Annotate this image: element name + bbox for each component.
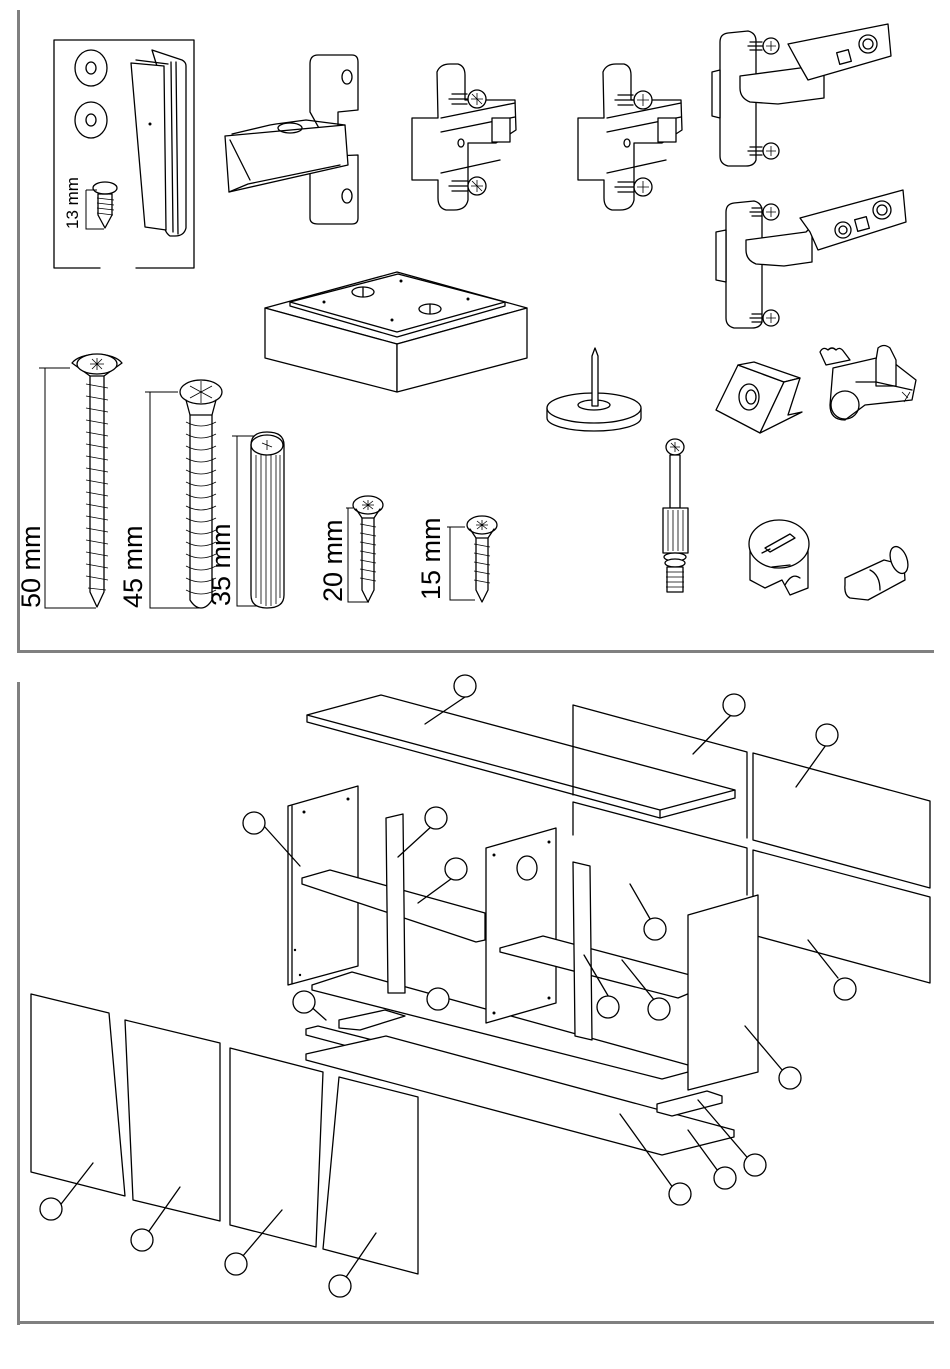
part-back-panel-lower-right: [753, 850, 930, 983]
screw-20mm-label: 20 mm: [320, 519, 347, 602]
part-middle-panel: [486, 828, 556, 1023]
callout-circle: [427, 988, 449, 1010]
nail-glide-icon: [547, 348, 641, 431]
screw-15mm-label: 15 mm: [418, 517, 445, 600]
screw-13mm-icon: [86, 182, 117, 229]
screw-20mm-icon: [346, 496, 383, 602]
hinge-mounting-plate-icon: [578, 64, 682, 210]
shelf-pin-icon: [845, 544, 911, 600]
washer-icon: [75, 102, 107, 138]
part-back-panel-upper-right: [753, 753, 930, 888]
concealed-hinge-icon: [712, 24, 891, 166]
dowel-35mm-label: 35 mm: [208, 523, 235, 606]
callout-circle: [425, 807, 447, 829]
callout-circle: [445, 858, 467, 880]
callout-circle: [779, 1067, 801, 1089]
dowel-35mm-icon: [232, 432, 284, 608]
callout-circle: [714, 1167, 736, 1189]
part-top-board: [307, 695, 735, 818]
screw-50mm-label: 50 mm: [18, 525, 45, 608]
hinge-mounting-plate-icon: [412, 64, 516, 210]
part-plinth-block-right: [657, 1091, 722, 1116]
callout-circle: [329, 1275, 351, 1297]
exploded-cabinet: [31, 675, 930, 1297]
screw-45mm-label: 45 mm: [120, 525, 147, 608]
cam-lock-icon: [749, 520, 809, 595]
part-door-4: [323, 1077, 418, 1274]
screw-50mm-icon: [39, 354, 122, 608]
callout-circle: [243, 812, 265, 834]
callout-circle: [644, 918, 666, 940]
callout-circle: [293, 991, 315, 1013]
callout-circle: [744, 1154, 766, 1176]
callout-circle: [816, 724, 838, 746]
corner-bracket-icon: [716, 362, 802, 433]
callout-circle: [834, 978, 856, 1000]
concealed-hinge-icon: [716, 190, 906, 328]
part-right-side-panel: [688, 895, 758, 1090]
cabinet-hinge-icon: [225, 55, 358, 224]
callout-circle: [225, 1253, 247, 1275]
washer-icon: [75, 50, 107, 86]
spring-clip-icon: [131, 50, 186, 236]
screw-13mm-label: 13 mm: [64, 177, 81, 229]
callout-circle: [454, 675, 476, 697]
callout-circle: [648, 998, 670, 1020]
part-divider-strip-right: [573, 862, 592, 1040]
part-plinth-block-left: [339, 1010, 405, 1030]
callout-circle: [597, 996, 619, 1018]
part-divider-strip-left: [386, 814, 405, 993]
shelf-support-clip-icon: [820, 346, 916, 421]
callout-circle: [40, 1198, 62, 1220]
foot-block-icon: [265, 272, 527, 392]
callout-circle: [723, 694, 745, 716]
part-door-1: [31, 994, 125, 1196]
screw-15mm-icon: [447, 516, 497, 602]
callout-circle: [669, 1183, 691, 1205]
hardware-bag: [54, 40, 194, 268]
callout-circle: [131, 1229, 153, 1251]
cam-bolt-icon: [663, 439, 688, 592]
part-door-2: [125, 1020, 220, 1221]
